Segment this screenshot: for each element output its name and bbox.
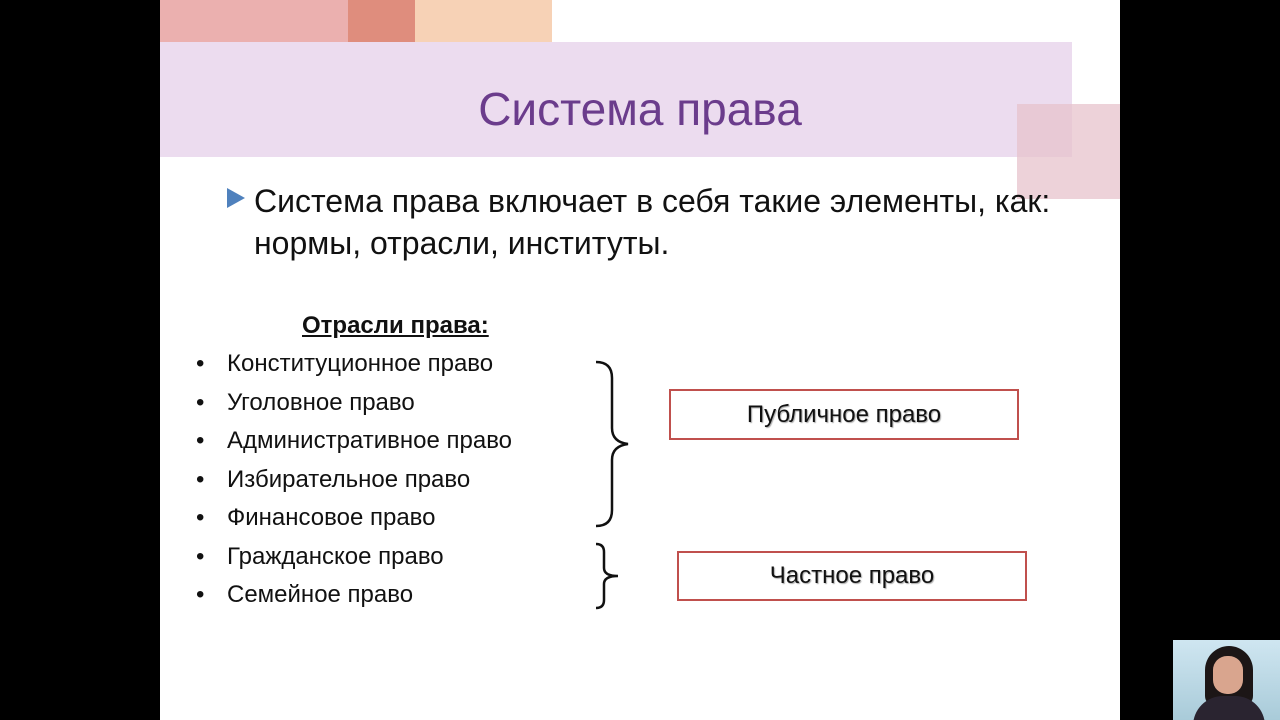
presentation-slide: Система права Система права включает в с… (160, 0, 1120, 720)
branches-list: Конституционное право Уголовное право Ад… (196, 345, 512, 615)
slide-title: Система права (478, 83, 802, 135)
list-item: Избирательное право (196, 461, 512, 500)
presenter-face (1213, 656, 1243, 694)
list-item: Гражданское право (196, 538, 512, 577)
list-item: Семейное право (196, 576, 512, 615)
blue-triangle-icon (227, 188, 245, 208)
decor-rect-rose (1017, 104, 1120, 199)
presenter-body (1193, 696, 1265, 720)
main-bullet: Система права включает в себя такие элем… (227, 180, 1087, 264)
brace-public-icon (595, 360, 629, 528)
public-law-box: Публичное право (669, 389, 1019, 440)
private-law-box: Частное право (677, 551, 1027, 601)
brace-private-icon (595, 542, 619, 610)
list-item: Административное право (196, 422, 512, 461)
webcam-overlay (1173, 640, 1280, 720)
main-bullet-text: Система права включает в себя такие элем… (254, 183, 1051, 261)
branches-heading: Отрасли права: (302, 312, 489, 339)
list-item: Финансовое право (196, 499, 512, 538)
list-item: Конституционное право (196, 345, 512, 384)
list-item: Уголовное право (196, 384, 512, 423)
title-band (160, 42, 1072, 157)
